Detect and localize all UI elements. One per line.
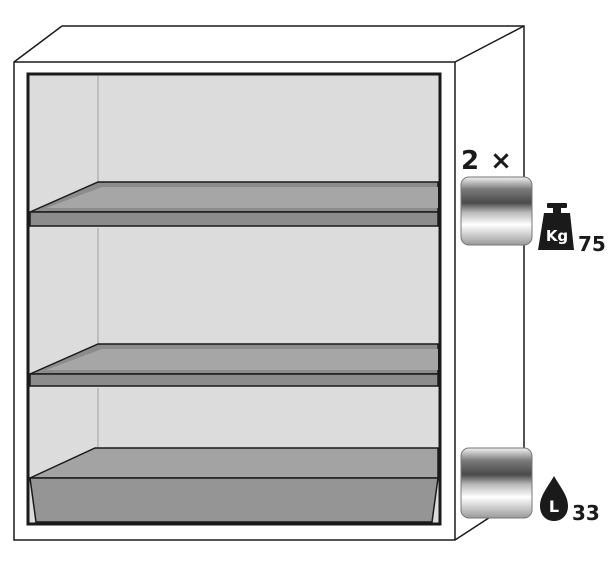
drop-icon [540,476,568,521]
shelf-count-label: 2 × [461,146,513,176]
shelf-middle [29,343,439,387]
volume-capacity-label: 33 [572,501,600,525]
bottom-sump [29,447,439,523]
sump-volume-plate [460,447,533,519]
weight-icon [538,203,574,250]
weight-badge-text: Kg [545,227,569,245]
volume-badge-text: L [548,497,560,516]
weight-capacity-label: 75 [578,232,606,256]
shelf-upper [29,181,439,227]
shelf-load-plate [460,176,533,246]
